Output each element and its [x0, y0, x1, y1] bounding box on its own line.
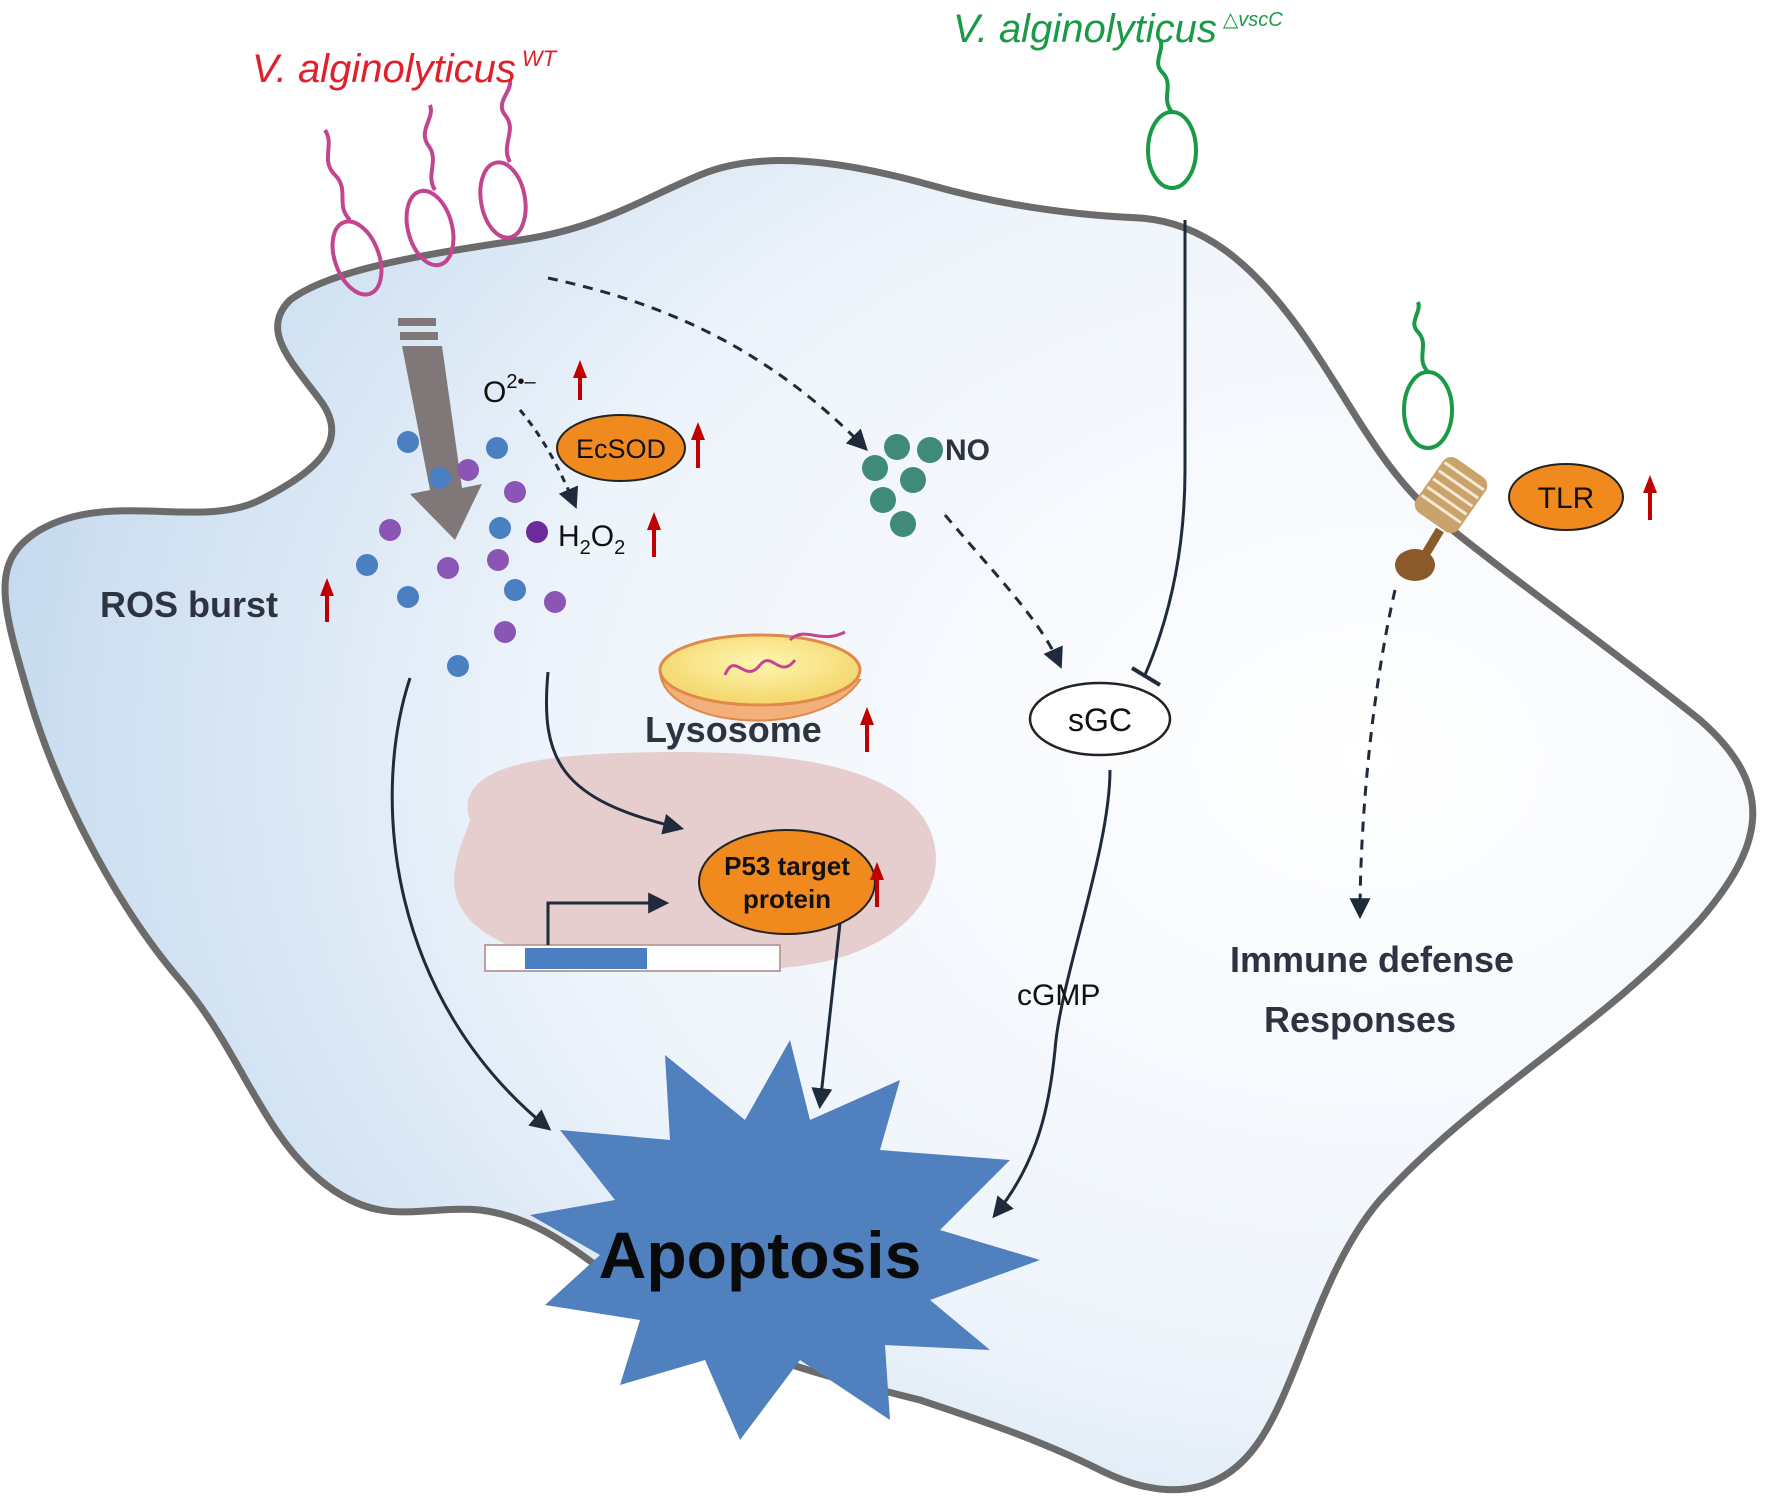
up-arrow-p53: [870, 862, 884, 907]
up-arrow-lysosome: [860, 707, 874, 752]
sgc-node: [1028, 681, 1172, 757]
up-arrow-ros: [320, 578, 334, 622]
gene-bar: [484, 944, 781, 972]
ecsod-label: EcSOD: [576, 434, 666, 464]
wt-bacterium-1: [323, 128, 384, 297]
apoptosis-starburst: [530, 1040, 1040, 1440]
tlr-receptor-icon: [1395, 456, 1488, 581]
p53-label-line1: P53 target: [724, 851, 850, 881]
tlr-node: [1508, 463, 1624, 531]
inhibition-bar: [1130, 666, 1162, 687]
up-arrow-tlr: [1643, 475, 1657, 520]
mutant-bacterium-tlr: [1402, 301, 1454, 450]
arrow-p53-to-apoptosis: [811, 904, 844, 1110]
apoptosis-label: Apoptosis: [599, 1218, 922, 1292]
arrow-tlr-to-immune: [1349, 589, 1397, 920]
lysosome-icon: [658, 630, 862, 722]
ros-particles: [356, 431, 566, 677]
lysosome-label: Lysosome: [645, 709, 822, 750]
pathway-arrows: [390, 220, 1397, 1219]
no-particles: [862, 434, 943, 537]
arrow-superoxide-to-h2o2: [518, 409, 579, 509]
immune-label-line1: Immune defense: [1230, 939, 1514, 980]
arrow-ros-to-p53: [544, 671, 685, 835]
ros-burst-label: ROS burst: [100, 584, 278, 625]
arrow-sgc-to-apoptosis: [992, 769, 1112, 1219]
tlr-label: TLR: [1538, 482, 1595, 515]
ecsod-node: [556, 414, 686, 482]
h2o2-label: H2O2: [558, 520, 625, 559]
arrow-top-to-no: [547, 276, 868, 452]
p53-node: [698, 829, 876, 935]
arrow-ros-to-apoptosis: [390, 677, 552, 1131]
immune-label-line2: Responses: [1264, 999, 1456, 1040]
arrow-no-to-sgc: [943, 514, 1063, 669]
wt-bacterium-2: [404, 104, 456, 268]
ros-entry-arrow: [398, 318, 482, 540]
cgmp-label: cGMP: [1017, 979, 1100, 1012]
inhibition-mutant-to-sgc: [1143, 220, 1187, 676]
transcription-start-arrow: [546, 892, 670, 945]
superoxide-label: O2•–: [483, 371, 536, 409]
wt-bacteria-group: [323, 79, 528, 297]
mutant-bacterium-top: [1146, 39, 1198, 190]
no-label: NO: [945, 434, 990, 467]
wt-bacterium-3: [478, 79, 528, 240]
up-arrow-superoxide: [573, 360, 587, 400]
sgc-label: sGC: [1068, 702, 1132, 738]
up-arrow-ecsod: [691, 422, 705, 468]
mutant-pathogen-title: V. alginolyticus△vscC: [953, 7, 1283, 51]
upregulation-arrows: [320, 360, 1657, 907]
p53-label-line2: protein: [743, 884, 831, 914]
up-arrow-h2o2: [647, 512, 661, 557]
tlr-receptor-complex: [1395, 301, 1488, 581]
